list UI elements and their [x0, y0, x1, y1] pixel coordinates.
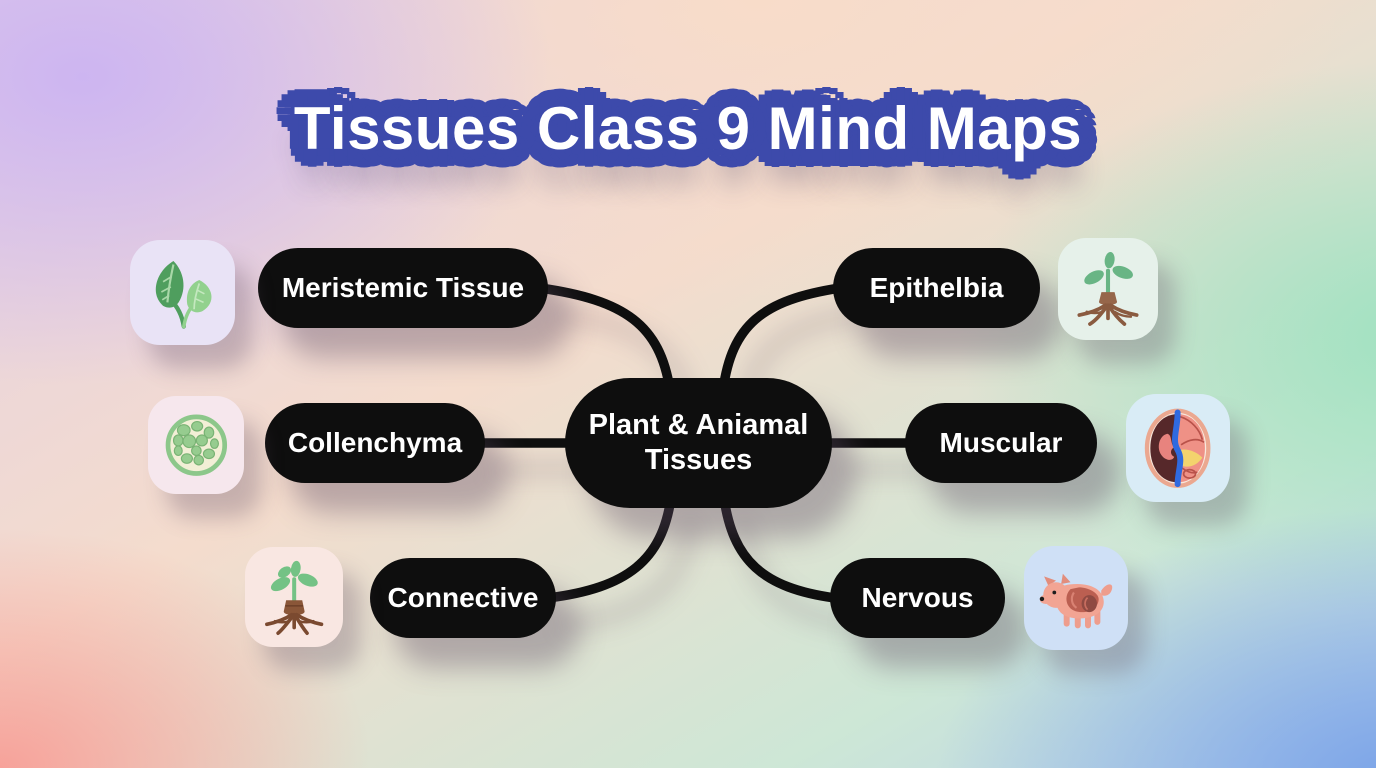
sprout-roots-icon: [1058, 238, 1158, 340]
animal-anatomy-icon: [1024, 546, 1128, 650]
node-label: Epithelbia: [869, 271, 1004, 303]
node-label: Plant & Aniamal Tissues: [588, 408, 809, 476]
node-plant-animal-tissues: Plant & Aniamal Tissues: [565, 378, 832, 508]
node-nervous: Nervous: [830, 558, 1005, 638]
page-title: Tissues Class 9 Mind Maps: [293, 95, 1083, 162]
connector-epithelial: [718, 283, 845, 395]
node-muscular: Muscular: [905, 403, 1097, 483]
node-label: Meristemic Tissue: [281, 271, 525, 303]
plant-cell-icon: [148, 396, 244, 494]
node-epithelial: Epithelbia: [833, 248, 1040, 328]
node-connective: Connective: [370, 558, 556, 638]
node-label: Nervous: [861, 581, 974, 613]
node-label: Collenchyma: [287, 426, 463, 458]
plant-roots-icon: [245, 547, 343, 647]
connector-connective: [543, 493, 676, 603]
connector-nervous: [719, 493, 840, 603]
node-collenchyma: Collenchyma: [265, 403, 485, 483]
organ-cross-section-icon: [1126, 394, 1230, 502]
node-meristemic-tissue: Meristemic Tissue: [258, 248, 548, 328]
node-label: Muscular: [939, 426, 1063, 458]
node-label: Connective: [387, 581, 539, 613]
leaf-icon: [130, 240, 235, 345]
connector-meristemic: [535, 283, 675, 395]
